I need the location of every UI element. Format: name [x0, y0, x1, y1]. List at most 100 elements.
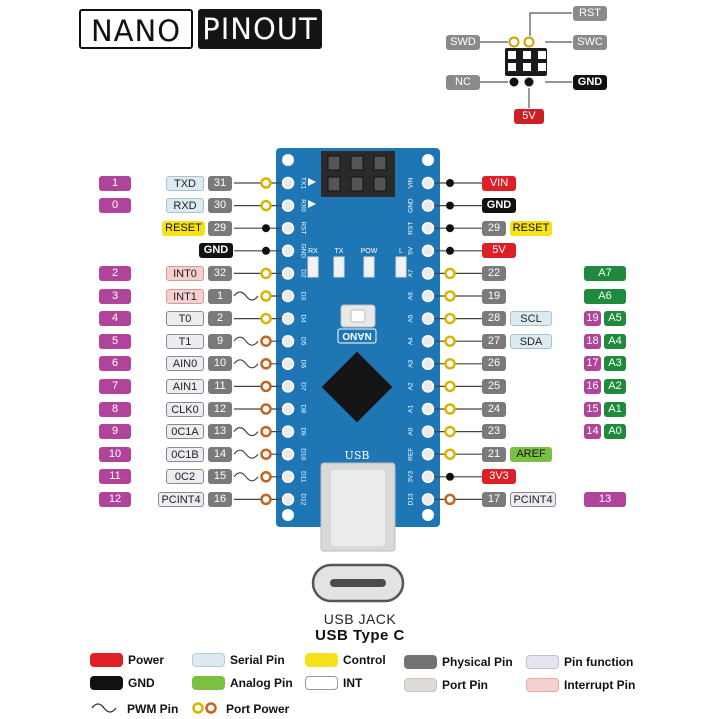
pwm-wave-icon — [233, 291, 259, 301]
port-dot — [260, 267, 272, 280]
legend-label-int: INT — [343, 676, 363, 690]
left-pin-num-14: 14 — [208, 446, 232, 462]
icsp-label-swc: SWC — [573, 35, 607, 50]
function-badge-0: 0 — [99, 198, 131, 214]
port-dot — [444, 312, 456, 325]
left-silk-d4: D4 — [299, 314, 306, 323]
mounting-hole — [422, 154, 434, 166]
function-badge-17: 17 — [584, 356, 601, 372]
right-label-aref: AREF — [510, 446, 552, 462]
left-label-reset: RESET — [162, 220, 205, 236]
right-label-5v: 5V — [482, 243, 516, 259]
right-board-pin — [421, 493, 435, 506]
board-icsp-pin — [327, 155, 341, 171]
right-silk-a6: A6 — [408, 292, 415, 300]
analog-badge-a2: A2 — [604, 378, 626, 394]
left-pin-num-2: 2 — [208, 311, 232, 327]
port-dot — [444, 493, 456, 506]
nano-logo: NANO — [342, 330, 372, 341]
function-badge-13: 13 — [584, 491, 626, 507]
left-board-pin — [281, 267, 295, 280]
port-dot — [444, 448, 456, 460]
left-silk-rx0: RX0 — [299, 199, 306, 212]
function-badge-10: 10 — [99, 446, 131, 462]
tx-arrow-icon — [308, 178, 316, 186]
icsp-pin — [523, 63, 531, 71]
left-board-pin — [281, 447, 295, 461]
board-icsp-pin — [350, 155, 364, 171]
right-board-pin — [421, 221, 435, 235]
right-board-pin — [421, 357, 435, 371]
reset-button-cap — [350, 309, 366, 323]
left-pin-num-1: 1 — [208, 288, 232, 304]
right-pin-num-21: 21 — [482, 446, 506, 462]
left-silk-d8: D8 — [299, 405, 306, 414]
left-label-int0: INT0 — [166, 265, 204, 281]
right-label-scl: SCL — [510, 311, 552, 327]
function-badge-2: 2 — [99, 265, 131, 281]
port-dot — [446, 224, 454, 233]
left-board-pin — [281, 176, 295, 190]
function-badge-7: 7 — [99, 378, 131, 394]
legend-swatch-int — [305, 676, 338, 690]
left-label-0c1a: 0C1A — [166, 424, 204, 440]
left-board-pin — [281, 380, 295, 393]
right-board-pin — [421, 425, 435, 438]
port-dot — [260, 425, 272, 438]
port-dot — [262, 224, 270, 233]
left-pin-num-9: 9 — [208, 333, 232, 349]
legend-swatch-gnd — [90, 676, 123, 690]
port-dot — [444, 335, 456, 347]
right-pin-num-19: 19 — [482, 288, 506, 304]
left-silk-d12: D12 — [299, 493, 306, 505]
analog-badge-a6: A6 — [584, 288, 626, 304]
left-label-0c1b: 0C1B — [166, 446, 204, 462]
function-badge-15: 15 — [584, 401, 601, 417]
function-badge-3: 3 — [99, 288, 131, 304]
port-dot — [260, 403, 272, 415]
mounting-hole — [422, 509, 434, 521]
left-board-pin — [281, 493, 295, 506]
led-l — [395, 256, 407, 278]
right-board-pin — [421, 470, 435, 484]
mcu-chip — [321, 351, 393, 423]
board-icsp-pin — [373, 155, 387, 171]
right-board-pin — [421, 447, 435, 461]
legend-label-power: Power — [128, 653, 165, 667]
left-label-clk0: CLK0 — [166, 401, 204, 417]
icsp-pin — [538, 63, 546, 71]
right-pin-num-22: 22 — [482, 265, 506, 281]
legend-swatch-analog-pin — [192, 676, 225, 690]
legend-port-dot-orange — [205, 702, 217, 714]
right-label-pcint4: PCINT4 — [510, 491, 556, 507]
left-silk-d11: D11 — [299, 471, 306, 483]
led-tx — [333, 256, 345, 278]
title-pinout: PINOUT — [198, 9, 322, 49]
left-silk-tx1: TX1 — [299, 177, 306, 189]
function-badge-11: 11 — [99, 469, 131, 485]
right-silk-3v3: 3V3 — [408, 471, 415, 483]
port-dot — [446, 246, 454, 255]
left-pin-num-13: 13 — [208, 424, 232, 440]
function-badge-14: 14 — [584, 424, 601, 440]
right-board-pin — [421, 176, 435, 190]
left-board-pin — [281, 402, 295, 416]
board-icsp-pin — [350, 176, 364, 192]
led-pow — [363, 256, 375, 278]
left-pin-num-32: 32 — [208, 265, 232, 281]
right-board-pin — [421, 267, 435, 280]
board-icsp-pin — [327, 176, 341, 192]
pwm-wave-icon — [233, 359, 259, 369]
legend-label-port-power: Port Power — [226, 702, 290, 716]
title-nano: NANO — [79, 9, 193, 49]
left-label-txd: TXD — [166, 175, 204, 191]
right-pin-num-28: 28 — [482, 311, 506, 327]
port-dot — [260, 312, 272, 325]
legend-swatch-pin-function — [526, 655, 559, 669]
pwm-wave-icon — [233, 427, 259, 437]
board-pcb — [276, 148, 440, 527]
function-badge-8: 8 — [99, 401, 131, 417]
left-pin-num-10: 10 — [208, 356, 232, 372]
